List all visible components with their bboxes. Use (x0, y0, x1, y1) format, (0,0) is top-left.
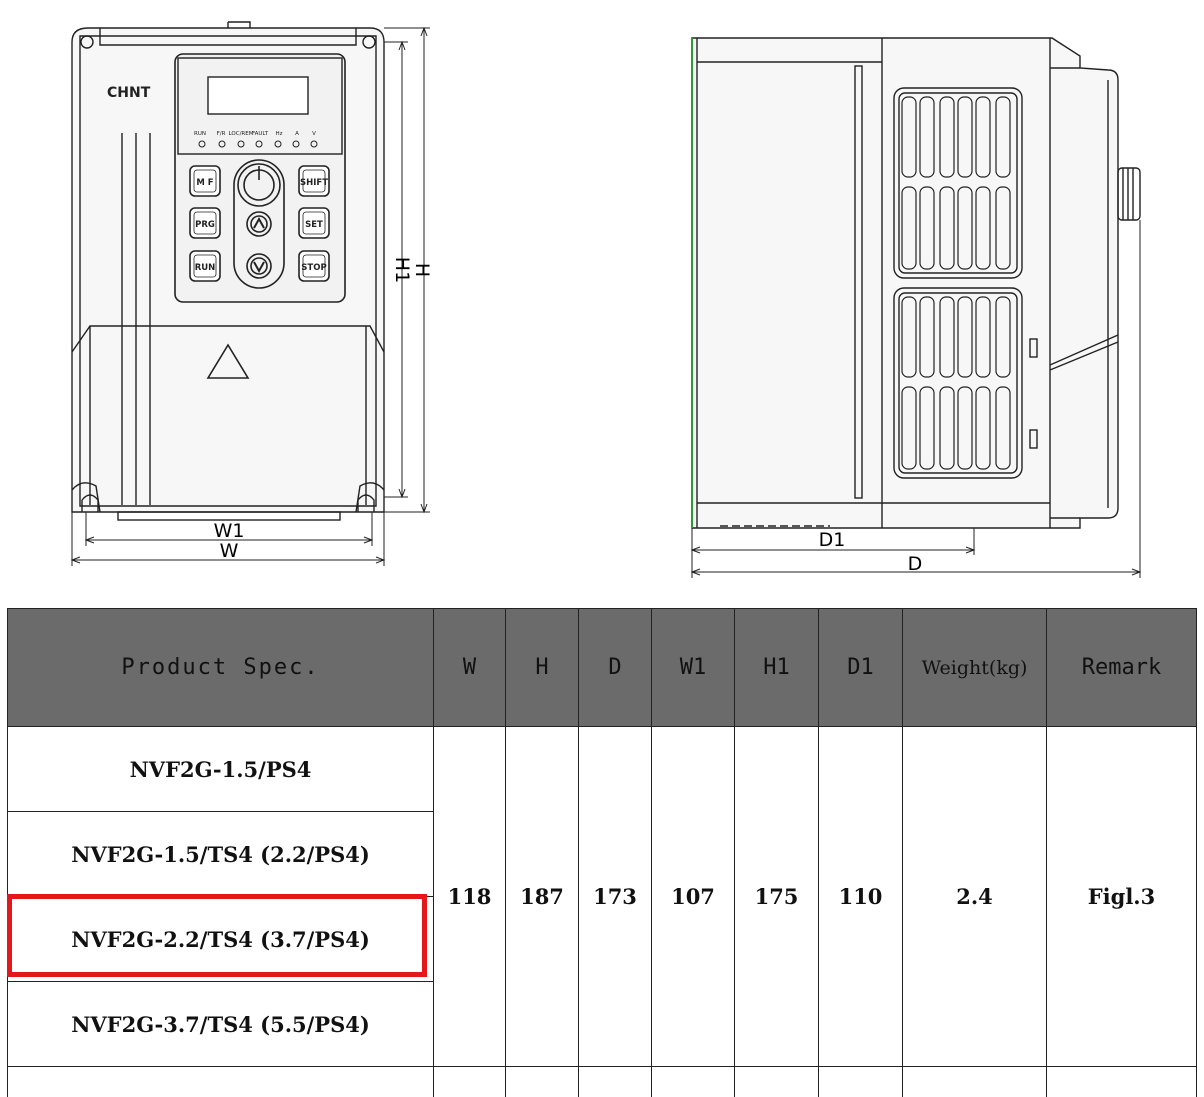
header-weight: Weight(kg) (903, 609, 1047, 727)
table-row-partial (8, 1067, 1197, 1097)
indicator-label-locrem: LOC/REM (229, 131, 254, 137)
header-product-spec: Product Spec. (8, 609, 434, 727)
mf-key-label: M F (196, 178, 213, 188)
value-remark-cell: Figl.3 (1047, 727, 1197, 1067)
indicator-label-fault: FAULT (252, 131, 269, 137)
header-w1: W1 (652, 609, 735, 727)
header-d: D (579, 609, 652, 727)
table-header-row: Product Spec. W H D W1 H1 D1 Weight(kg) … (8, 609, 1197, 727)
shift-key-label: SHIFT (300, 178, 328, 188)
indicator-label-hz: Hz (275, 131, 282, 137)
value-w1-cell: 107 (652, 727, 735, 1067)
table-row: NVF2G-1.5/PS4 118 187 173 107 175 110 2.… (8, 727, 1197, 812)
indicator-label-run: RUN (194, 131, 206, 137)
dimension-w1-label: W1 (214, 520, 245, 542)
set-key-label: SET (305, 220, 323, 230)
prg-key-label: PRG (195, 220, 215, 230)
header-d1: D1 (819, 609, 903, 727)
value-w-cell: 118 (434, 727, 506, 1067)
dimension-h1-label: H1 (391, 257, 413, 283)
dimension-w-label: W (220, 540, 239, 562)
dimension-h-label: H (411, 263, 433, 277)
indicator-label-v: V (312, 131, 316, 137)
value-d-cell: 173 (579, 727, 652, 1067)
dimension-d-label: D (908, 553, 923, 575)
technical-drawings: CHNT RUN F/R LOC/REM FAULT Hz A V (0, 0, 1204, 600)
value-d1-cell: 110 (819, 727, 903, 1067)
product-spec-cell: NVF2G-1.5/TS4 (2.2/PS4) (8, 812, 434, 897)
header-h: H (506, 609, 579, 727)
header-remark: Remark (1047, 609, 1197, 727)
indicator-label-fr: F/R (217, 131, 226, 137)
dimension-d1-label: D1 (819, 529, 846, 551)
product-spec-cell: NVF2G-1.5/PS4 (8, 727, 434, 812)
brand-logo: CHNT (107, 85, 151, 101)
value-h-cell: 187 (506, 727, 579, 1067)
spec-table: Product Spec. W H D W1 H1 D1 Weight(kg) … (7, 608, 1197, 1097)
run-key-label: RUN (195, 263, 216, 273)
product-spec-cell: NVF2G-3.7/TS4 (5.5/PS4) (8, 982, 434, 1067)
stop-key-label: STOP (301, 263, 326, 273)
value-weight-cell: 2.4 (903, 727, 1047, 1067)
header-h1: H1 (735, 609, 819, 727)
value-h1-cell: 175 (735, 727, 819, 1067)
indicator-label-a: A (295, 131, 299, 137)
product-spec-cell-highlighted: NVF2G-2.2/TS4 (3.7/PS4) (8, 897, 434, 982)
side-knob-icon (1118, 168, 1140, 220)
side-view (692, 38, 1140, 528)
header-w: W (434, 609, 506, 727)
